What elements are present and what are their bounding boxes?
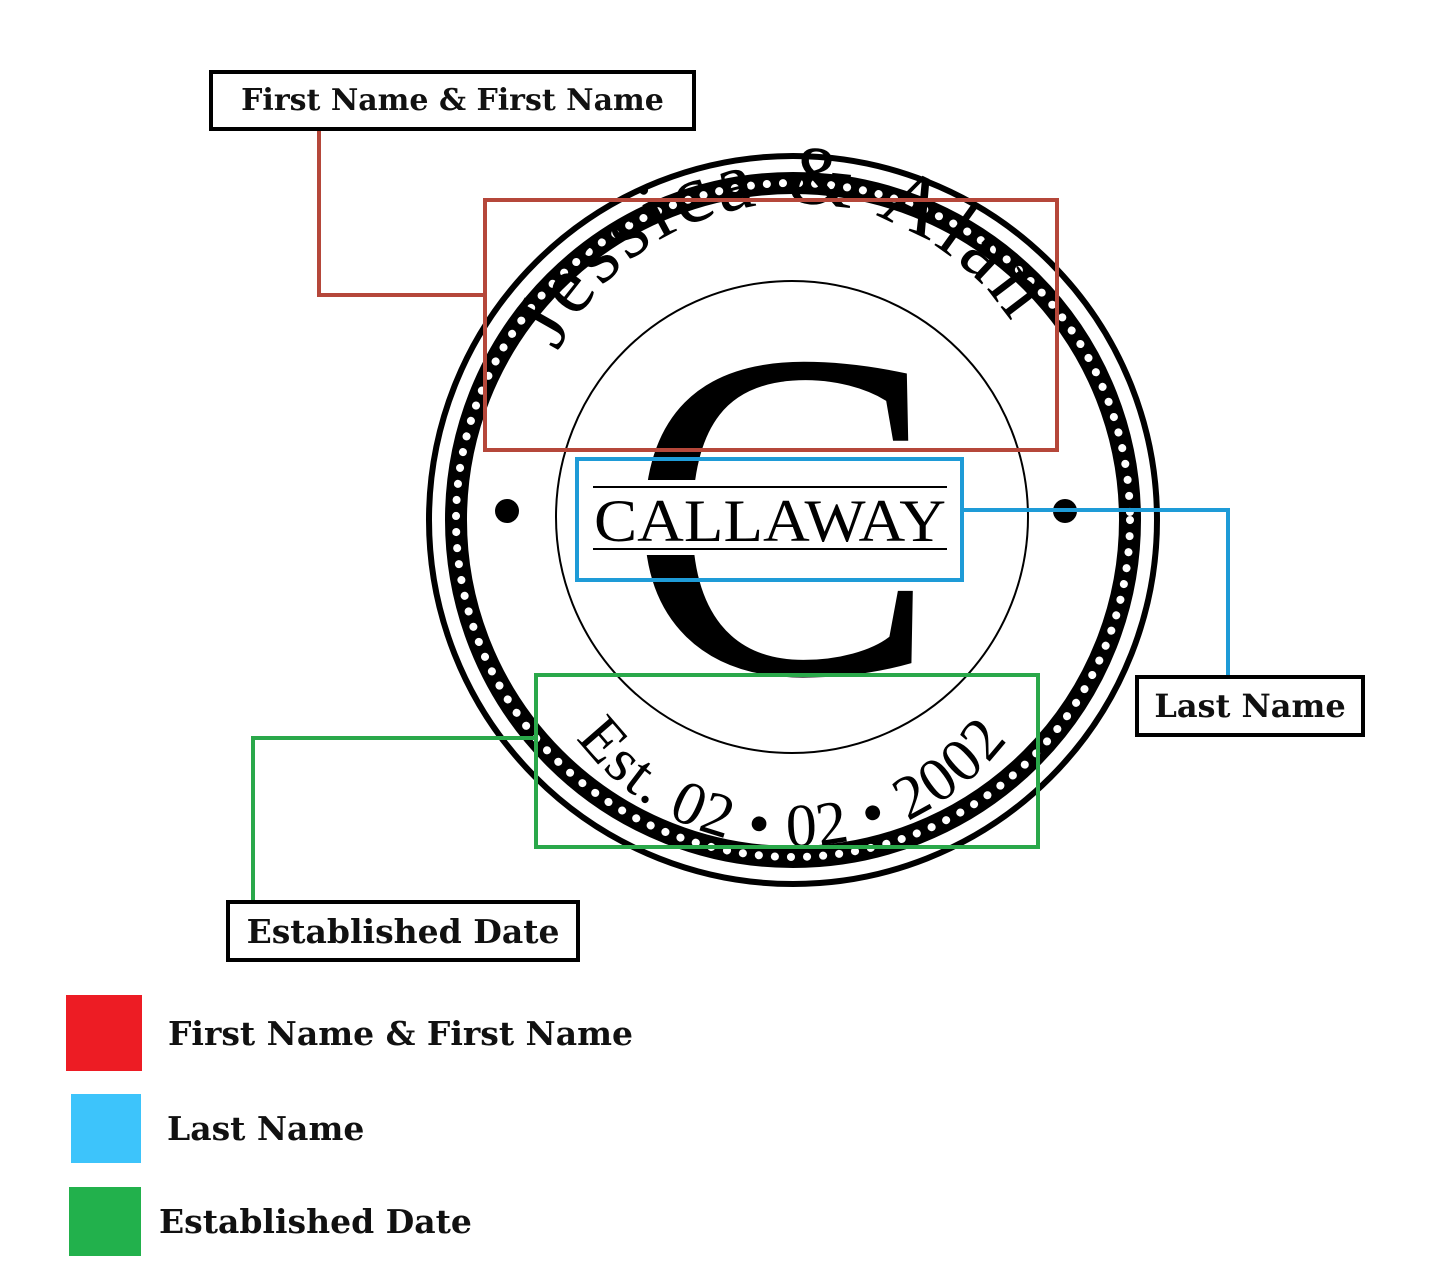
legend-item-established: Established Date — [69, 1187, 472, 1256]
legend-item-last-name: Last Name — [71, 1094, 364, 1163]
seal-outer-ring — [426, 153, 1160, 887]
seal-last-name: CALLAWAY — [594, 488, 946, 554]
established-callout: Established Date — [226, 900, 580, 962]
established-highlight-box — [534, 673, 1040, 849]
seal-left-dot — [495, 499, 519, 523]
legend-label: Established Date — [159, 1202, 472, 1241]
last-name-highlight-box — [575, 457, 964, 582]
last-name-band — [584, 480, 956, 555]
legend-swatch-green — [69, 1187, 141, 1256]
last-name-leader-line — [962, 508, 1230, 678]
legend-label: First Name & First Name — [168, 1013, 634, 1053]
legend-label: Last Name — [167, 1109, 365, 1148]
seal-dots — [452, 179, 1134, 861]
legend-swatch-red — [66, 995, 142, 1071]
last-name-callout: Last Name — [1135, 675, 1365, 737]
legend-swatch-blue — [71, 1094, 141, 1163]
seal-inner-ring — [555, 280, 1029, 754]
first-names-callout: First Name & First Name — [209, 70, 696, 131]
legend-item-first-names: First Name & First Name — [66, 995, 633, 1071]
established-leader-line — [251, 736, 536, 902]
first-names-highlight-box — [483, 198, 1059, 452]
first-names-leader-line — [317, 130, 485, 297]
